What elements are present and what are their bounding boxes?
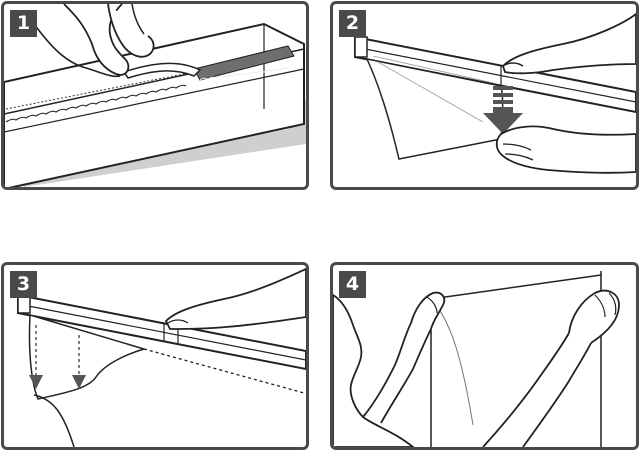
box-edge-line bbox=[4, 68, 305, 133]
window-frame-line bbox=[430, 274, 602, 300]
step-3-panel: 3 bbox=[1, 262, 309, 450]
down-arrow-icon bbox=[483, 86, 523, 134]
hand-icon bbox=[107, 4, 155, 58]
dotted-arrow-icon bbox=[72, 335, 86, 389]
rail-end bbox=[354, 36, 368, 58]
step-2-panel: 2 bbox=[330, 1, 639, 190]
hand-icon bbox=[410, 291, 446, 330]
step-number-badge: 2 bbox=[339, 10, 366, 37]
film-edge bbox=[33, 394, 75, 447]
finger-line bbox=[504, 153, 534, 161]
hand-icon bbox=[568, 289, 620, 344]
finger-line bbox=[426, 296, 438, 314]
step-3-illustration bbox=[17, 268, 306, 447]
strip-texture bbox=[199, 67, 289, 81]
peeled-flap bbox=[122, 62, 202, 79]
finger-line bbox=[131, 4, 145, 35]
finger-line bbox=[502, 143, 532, 151]
hand-icon bbox=[495, 125, 636, 174]
film-curve bbox=[432, 300, 474, 426]
dotted-arrow-icon bbox=[29, 325, 43, 389]
step-number-badge: 1 bbox=[10, 10, 37, 37]
film-fold bbox=[377, 61, 484, 123]
film-sheet bbox=[28, 314, 147, 400]
hand-icon bbox=[501, 12, 636, 75]
perforation-line bbox=[5, 84, 187, 123]
hand-icon bbox=[164, 268, 306, 330]
step-1-panel: 1 bbox=[1, 1, 309, 190]
person-silhouette bbox=[333, 293, 415, 447]
step-4-illustration bbox=[333, 271, 620, 447]
finger-line bbox=[502, 62, 524, 67]
finger-line bbox=[167, 319, 189, 324]
step-number-badge: 4 bbox=[339, 271, 366, 298]
finger-line bbox=[594, 294, 606, 318]
step-number-badge: 3 bbox=[10, 271, 37, 298]
step-2-illustration bbox=[354, 12, 636, 174]
step-1-illustration bbox=[4, 4, 306, 187]
right-arm bbox=[482, 332, 570, 447]
rail-line bbox=[17, 303, 306, 361]
backing-dotted-line bbox=[143, 348, 305, 394]
left-arm bbox=[380, 328, 432, 424]
finger-line bbox=[33, 23, 121, 78]
hand-icon bbox=[63, 4, 130, 76]
finger-line bbox=[608, 292, 617, 316]
right-arm bbox=[522, 342, 592, 447]
dark-strip bbox=[193, 45, 295, 81]
film-fold bbox=[372, 55, 499, 85]
rail-line bbox=[354, 46, 636, 103]
step-4-panel: 4 bbox=[330, 262, 639, 450]
